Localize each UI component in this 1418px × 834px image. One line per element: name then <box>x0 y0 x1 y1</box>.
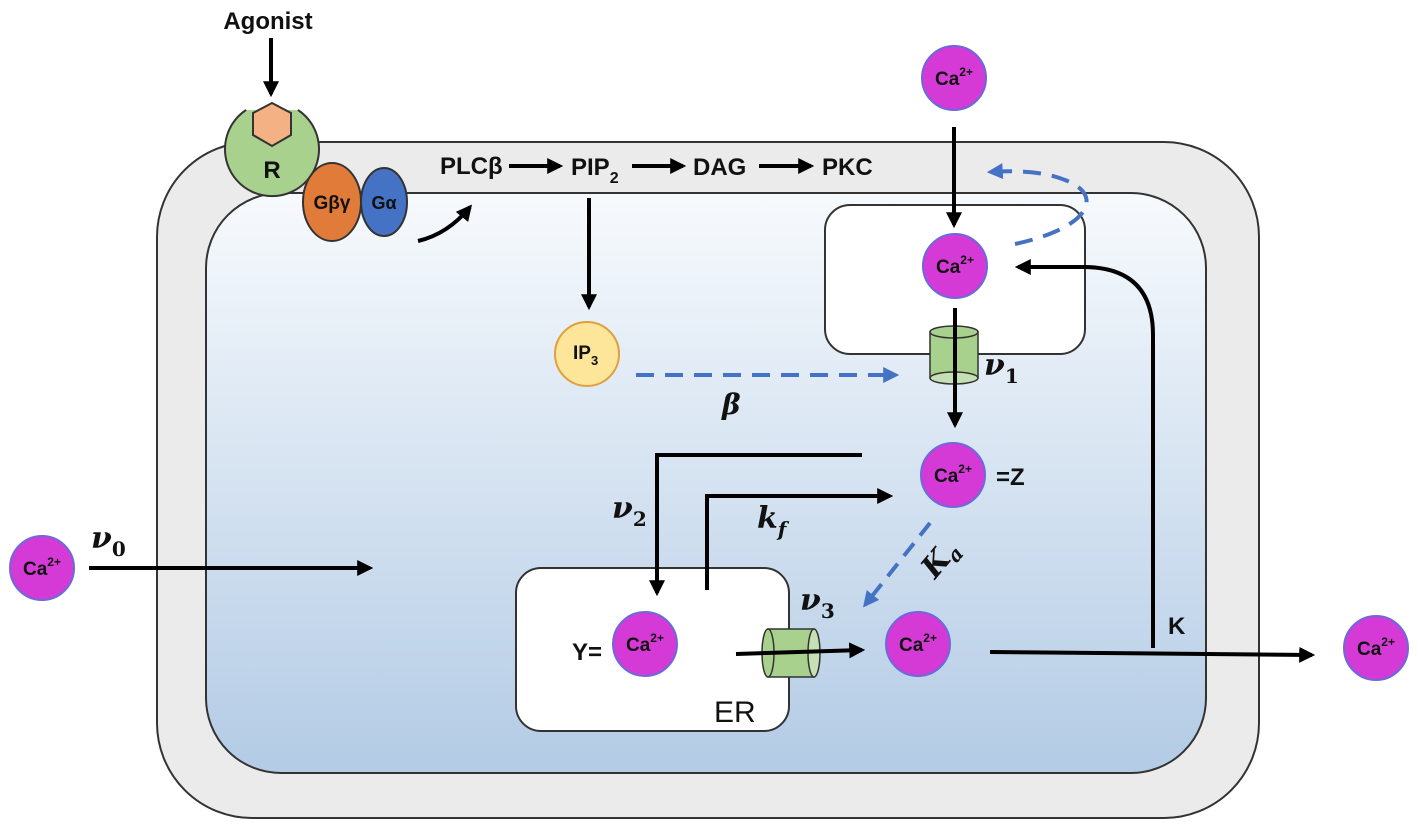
dag-label: DAG <box>693 154 746 181</box>
k-feedback-arrow <box>1014 259 1155 648</box>
nu0-label: ν0 <box>91 521 126 561</box>
nu1-subscript: 1 <box>1005 364 1019 388</box>
svg-text:Ca2+: Ca2+ <box>1357 635 1395 660</box>
agonist-ligand <box>252 101 292 148</box>
plc-beta-label: PLCβ <box>440 153 503 180</box>
channel-nu3-release-arrow <box>735 642 866 659</box>
svg-text:Ca2+: Ca2+ <box>936 253 974 278</box>
nu2-uptake-arrow <box>649 453 862 597</box>
kf-label: kf <box>757 501 790 541</box>
agonist-label: Agonist <box>223 8 312 35</box>
svg-text:Ca2+: Ca2+ <box>935 65 973 90</box>
svg-text:Ca2+: Ca2+ <box>934 462 972 487</box>
pkc-label: PKC <box>822 154 873 181</box>
er-label: ER <box>714 696 756 729</box>
k-label: K <box>1168 613 1186 640</box>
svg-text:Ca2+: Ca2+ <box>899 631 937 656</box>
pip2-label: PIP2 <box>571 154 619 187</box>
kf-leak-arrow <box>705 488 894 590</box>
nu0-subscript: 0 <box>112 537 126 561</box>
ca-ion-cytosol-z: Ca2+ <box>920 442 986 508</box>
g-alpha-label: Gα <box>371 193 396 213</box>
ka-dashed-arrow <box>863 521 932 608</box>
z-label: =Z <box>996 464 1025 491</box>
ip3-label: IP3 <box>573 343 598 368</box>
ca-ion-extracellular-left: Ca2+ <box>9 535 75 601</box>
ca-efflux-arrow <box>989 646 1316 663</box>
y-label: Y= <box>572 639 602 666</box>
g-protein-activation-arrow <box>417 204 473 243</box>
ca-ion-upper-compartment: Ca2+ <box>922 233 988 299</box>
ca-ion-er-y: Ca2+ <box>612 611 678 677</box>
svg-text:Ca2+: Ca2+ <box>23 555 61 580</box>
nu3-subscript: 3 <box>821 599 835 623</box>
ca-ion-extracellular-right: Ca2+ <box>1343 615 1409 681</box>
ip3-molecule <box>554 321 620 387</box>
ca-ion-released: Ca2+ <box>885 611 951 677</box>
nu2-label: ν2 <box>612 491 647 531</box>
nu1-label: ν1 <box>984 348 1019 388</box>
kf-subscript: f <box>776 517 790 541</box>
nu2-subscript: 2 <box>633 507 647 531</box>
nu3-label: ν3 <box>800 583 835 623</box>
ip3-subscript: 3 <box>591 353 598 368</box>
receptor-label: R <box>263 157 280 184</box>
ca-ion-extracellular-top: Ca2+ <box>921 45 987 111</box>
beta-label: β <box>721 388 741 421</box>
g-alpha <box>360 167 408 237</box>
g-beta-gamma-label: Gβγ <box>314 193 351 214</box>
receptor-shape <box>224 109 320 198</box>
svg-text:Ca2+: Ca2+ <box>626 631 664 656</box>
pip2-subscript: 2 <box>610 170 619 187</box>
